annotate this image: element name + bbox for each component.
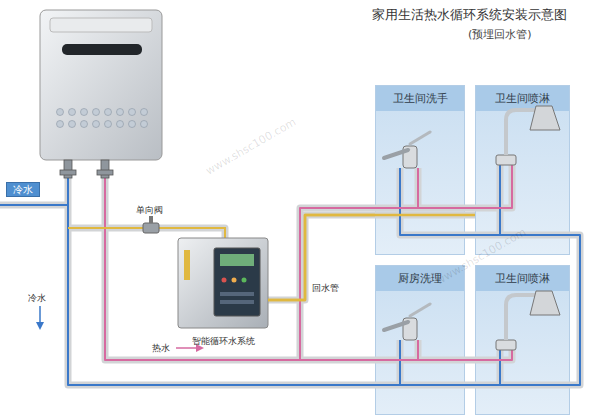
check-valve-symbol xyxy=(143,223,159,233)
water-heater xyxy=(57,109,64,116)
pipe-tag: 冷水 xyxy=(6,182,40,197)
circulation-pump-unit xyxy=(220,292,254,296)
unit-label: 智能循环水系统 xyxy=(168,335,278,348)
water-heater xyxy=(93,121,100,128)
return-pipe xyxy=(268,215,475,300)
circulation-unit: 智能循环水系统 xyxy=(178,238,268,348)
pipe-casing xyxy=(68,228,225,238)
flow-label: 冷水 xyxy=(28,292,46,305)
circulation-pump-unit xyxy=(178,238,268,328)
circulation-pump-unit xyxy=(178,238,268,328)
water-heater xyxy=(117,121,124,128)
water-heater xyxy=(57,109,148,128)
pipe-label: 回水管 xyxy=(312,282,339,295)
hot-flow-arrow xyxy=(176,347,198,349)
heater-valve xyxy=(101,160,109,178)
diagram-title: 家用生活热水循环系统安装示意图 xyxy=(372,6,567,24)
water-heater xyxy=(40,10,162,160)
circulation-pump-unit xyxy=(214,248,260,316)
valve-label: 单向阀 xyxy=(136,204,163,217)
tag-label: 冷水 xyxy=(7,183,39,196)
heater-valve xyxy=(97,170,113,175)
cold-flow-arrow xyxy=(39,306,41,326)
water-heater xyxy=(141,121,148,128)
water-heater xyxy=(81,121,88,128)
water-heater xyxy=(93,109,100,116)
check-valve-symbol xyxy=(149,216,153,223)
watermark: www.shsc100.com xyxy=(204,115,299,177)
circulation-pump-unit xyxy=(222,278,227,283)
return-pipe xyxy=(268,215,375,300)
water-heater xyxy=(69,109,76,116)
fixture-label: 卫生间洗手 xyxy=(376,86,464,111)
water-heater xyxy=(141,109,148,116)
cold-flow-arrow xyxy=(36,322,44,330)
heater-valve xyxy=(60,160,113,178)
fixture-panel: 厨房洗理 xyxy=(375,265,465,415)
heater-valve xyxy=(64,160,72,178)
water-heater xyxy=(129,121,136,128)
water-heater xyxy=(105,109,112,116)
water-heater xyxy=(117,109,124,116)
cold-flow-arrow xyxy=(36,306,44,330)
fixture-label: 卫生间喷淋 xyxy=(476,86,569,111)
circulation-pump-unit xyxy=(184,250,190,280)
water-heater xyxy=(50,18,152,32)
water-heater xyxy=(62,44,142,55)
water-heater xyxy=(40,10,162,160)
circulation-pump-unit xyxy=(242,278,247,283)
heater-valve xyxy=(60,170,76,175)
check-valve-symbol xyxy=(143,216,159,233)
fixture-panel: 卫生间洗手 xyxy=(375,85,465,255)
fixture-panel: 卫生间喷淋 xyxy=(475,265,570,415)
fixture-label: 卫生间喷淋 xyxy=(476,266,569,291)
water-heater xyxy=(129,109,136,116)
water-heater xyxy=(105,121,112,128)
circulation-pump-unit xyxy=(220,300,254,304)
return-to-inlet-pipe xyxy=(68,228,225,238)
subtitle-note: (预埋回水管) xyxy=(468,27,532,42)
water-heater xyxy=(57,121,64,128)
water-heater xyxy=(81,109,88,116)
water-heater xyxy=(69,121,76,128)
circulation-pump-unit xyxy=(232,278,237,283)
return-to-inlet-pipe xyxy=(68,228,225,238)
flow-label: 热水 xyxy=(152,342,170,355)
circulation-pump-unit xyxy=(220,254,254,266)
